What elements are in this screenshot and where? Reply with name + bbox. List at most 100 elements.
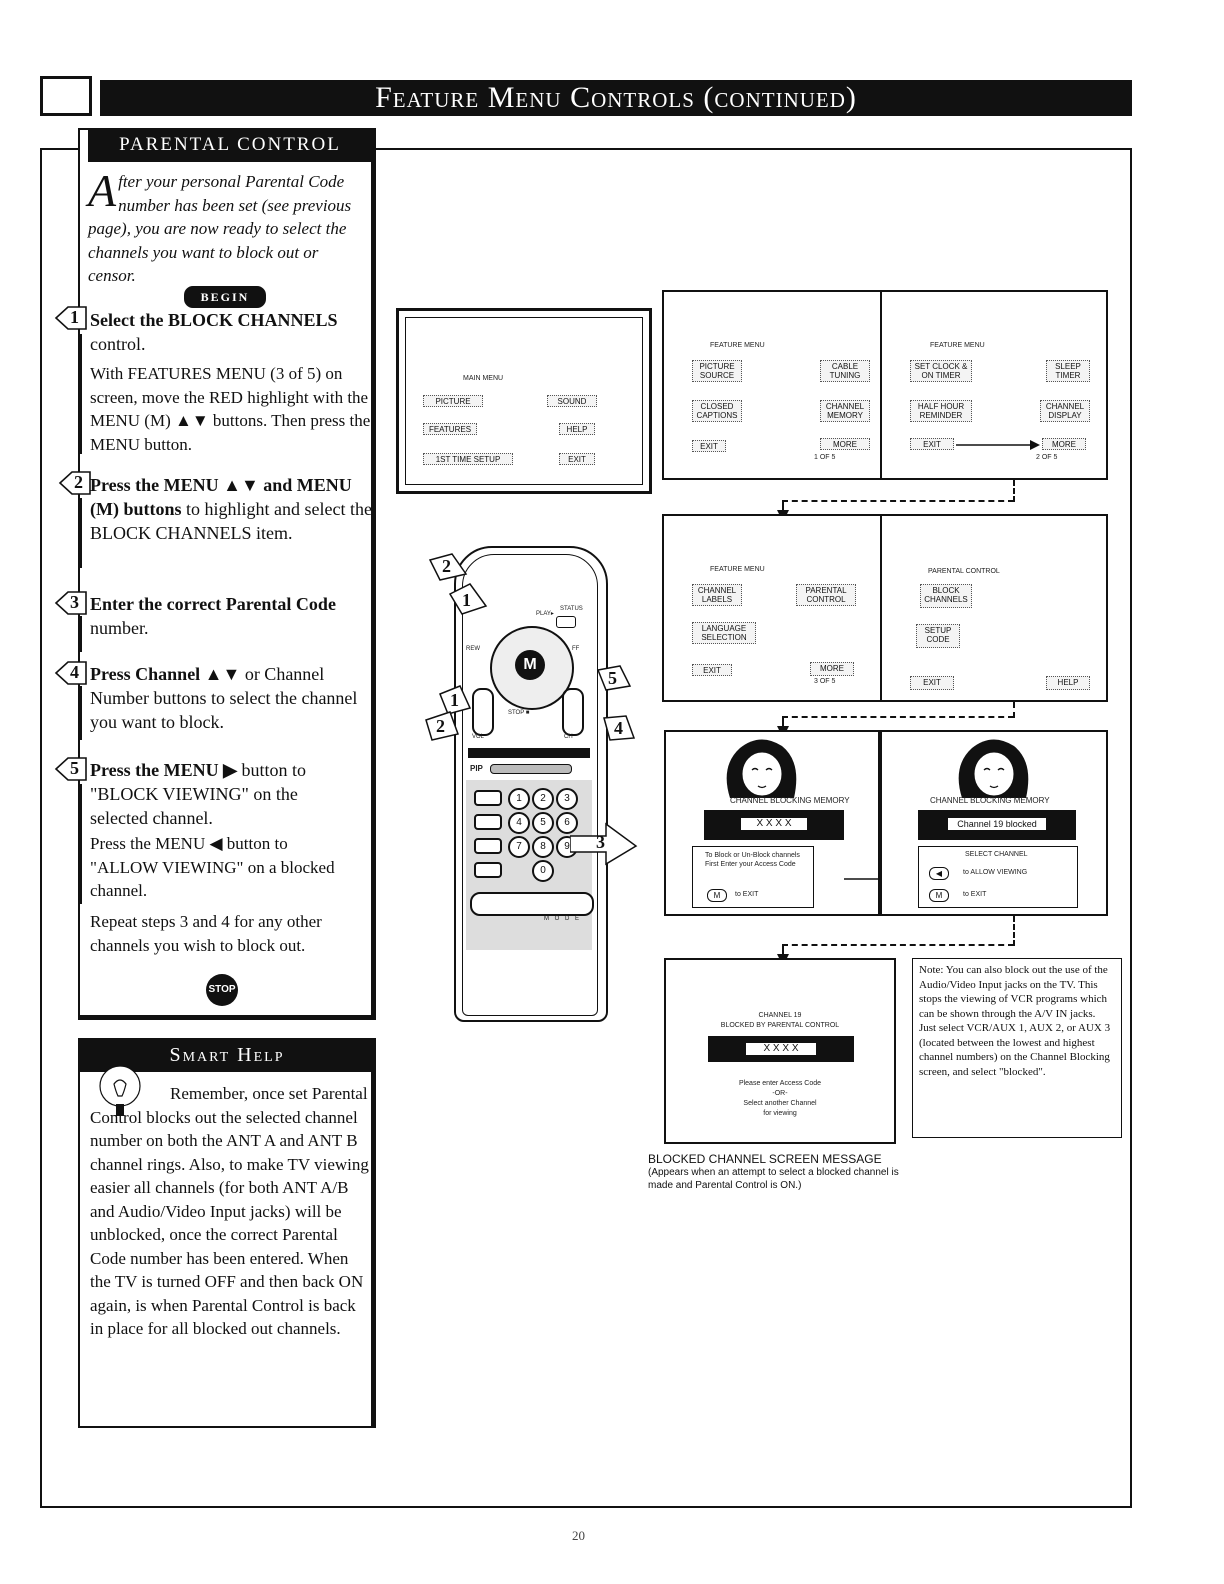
remote-digit-7: 7 — [508, 836, 530, 858]
blocked-channel-screen: CHANNEL 19 BLOCKED BY PARENTAL CONTROL X… — [664, 958, 896, 1144]
remote-digit-1: 1 — [508, 788, 530, 810]
parental-control-menu-screen: PARENTAL CONTROL BLOCK CHANNELS SETUP CO… — [880, 514, 1108, 702]
fm3-language-selection: LANGUAGE SELECTION — [692, 622, 756, 644]
smart-help-heading: Smart Help — [78, 1038, 376, 1072]
figure-caption: BLOCKED CHANNEL SCREEN MESSAGE (Appears … — [648, 1152, 918, 1192]
step-3-rule — [80, 616, 82, 652]
fm2-channel-display: CHANNEL DISPLAY — [1040, 400, 1090, 422]
begin-badge: BEGIN — [184, 286, 266, 308]
main-menu-title: MAIN MENU — [463, 375, 504, 382]
feature-menu-1-title: FEATURE MENU — [710, 342, 765, 349]
main-menu-screen-inner — [405, 317, 643, 485]
remote-status-label: STATUS — [560, 606, 583, 612]
step-4-number: 4 — [70, 662, 79, 682]
intro-text: fter your personal Parental Code number … — [88, 172, 352, 285]
remote-side-button — [474, 790, 502, 806]
step-1-heading: Select the BLOCK CHANNELS control. — [90, 310, 338, 354]
feature-menu-2-title: FEATURE MENU — [930, 342, 985, 349]
step-4-heading: Press Channel ▲▼ or Channel Number butto… — [90, 664, 358, 732]
menu-item-sound: SOUND — [547, 395, 597, 407]
remote-ch-rocker — [562, 688, 584, 736]
page-title: Feature Menu Controls (continued) — [100, 80, 1132, 116]
intro-dropcap: A — [88, 165, 117, 216]
callout-1b: 1 — [450, 690, 459, 710]
bs1-code: X X X X — [741, 818, 807, 830]
bs2-allow-label: to ALLOW VIEWING — [963, 869, 1028, 876]
callout-2: 2 — [442, 556, 451, 576]
step-5-arrow-icon — [54, 757, 87, 781]
flow-connector — [782, 500, 1014, 502]
remote-side-button — [474, 838, 502, 854]
remote-body-inner — [462, 554, 598, 1016]
menu-item-exit: EXIT — [559, 453, 595, 465]
remote-control-illustration: PLAY▸ STATUS M REW FF STOP ■ VOL CH PIP … — [420, 540, 660, 1030]
callout-4: 4 — [614, 718, 623, 738]
remote-pip-label: PIP — [470, 764, 483, 773]
pm-help: HELP — [1046, 676, 1090, 690]
woman-portrait-image — [726, 739, 797, 798]
feature-menu-2-screen: FEATURE MENU SET CLOCK & ON TIMER SLEEP … — [880, 290, 1108, 480]
fm2-half-hour-reminder: HALF HOUR REMINDER — [910, 400, 972, 422]
note-box: Note: You can also block out the use of … — [912, 958, 1122, 1138]
fm1-more: MORE — [820, 438, 870, 450]
channel-blocking-screen-2: CHANNEL BLOCKING MEMORY Channel 19 block… — [880, 730, 1108, 916]
remote-vol-rocker — [472, 688, 494, 736]
remote-digit-2: 2 — [532, 788, 554, 810]
feature-menu-3-screen: FEATURE MENU CHANNEL LABELS PARENTAL CON… — [662, 514, 882, 702]
fm3-page: 3 OF 5 — [814, 678, 836, 685]
fm3-exit: EXIT — [692, 664, 732, 676]
flow-connector — [782, 944, 1014, 946]
blocked-line-1: CHANNEL 19 — [758, 1012, 802, 1019]
channel-blocking-screen-1: CHANNEL BLOCKING MEMORY X X X X To Block… — [664, 730, 880, 916]
step-2-arrow-icon — [58, 471, 91, 495]
woman-portrait-image — [958, 739, 1029, 798]
menu-item-first-time-setup: 1ST TIME SETUP — [423, 453, 513, 465]
lightbulb-icon — [99, 1065, 141, 1116]
fm1-channel-memory: CHANNEL MEMORY — [820, 400, 870, 422]
step-4-rule — [80, 686, 82, 740]
remote-power-mode-row — [470, 892, 594, 916]
remote-digit-6: 6 — [556, 812, 578, 834]
step-5-rule — [80, 784, 82, 904]
step-5-number: 5 — [70, 758, 79, 778]
remote-digit-5: 5 — [532, 812, 554, 834]
remote-side-button — [474, 862, 502, 878]
bs1-menu-key-icon: M — [707, 889, 727, 902]
remote-play-label: PLAY▸ — [536, 611, 554, 617]
page-number: 20 — [572, 1528, 585, 1543]
step-5-body: Press the MENU ◀ button to "ALLOW VIEWIN… — [90, 834, 335, 900]
step-1-rule — [80, 334, 82, 454]
callout-arrow-3 — [570, 822, 638, 866]
blocked-l2: -OR- — [772, 1090, 788, 1097]
bs1-info-box: To Block or Un-Block channels First Ente… — [692, 846, 814, 908]
bs1-code-bar: X X X X — [704, 810, 844, 840]
blocked-code: X X X X — [746, 1043, 816, 1055]
blocked-code-bar: X X X X — [708, 1036, 854, 1062]
flow-connector — [782, 716, 1014, 718]
parental-control-heading: PARENTAL CONTROL — [88, 128, 372, 162]
bs2-menu-key-icon: M — [929, 889, 949, 902]
bs1-title: CHANNEL BLOCKING MEMORY — [730, 796, 850, 805]
content-frame — [40, 148, 1132, 1508]
fm2-page: 2 OF 5 — [1036, 454, 1058, 461]
blocked-l1: Please enter Access Code — [738, 1080, 822, 1087]
parental-control-panel — [78, 128, 376, 1020]
bs2-blocked-label: Channel 19 blocked — [948, 818, 1046, 830]
menu-item-picture: PICTURE — [423, 395, 483, 407]
pm-exit: EXIT — [910, 676, 954, 690]
feature-menu-1-screen: FEATURE MENU PICTURE SOURCE CABLE TUNING… — [662, 290, 882, 480]
step-2-number: 2 — [74, 472, 83, 492]
callout-arrows — [425, 553, 636, 741]
fm1-exit: EXIT — [692, 440, 726, 452]
remote-stop-label: STOP ■ — [508, 710, 530, 716]
fm2-exit: EXIT — [910, 438, 954, 450]
step-3-arrow-icon — [54, 591, 87, 615]
smart-help-text: Remember, once set Parental Control bloc… — [90, 1084, 369, 1338]
pm-setup-code: SETUP CODE — [916, 624, 960, 648]
step-5-heading: Press the MENU ▶ button to "BLOCK VIEWIN… — [90, 760, 307, 828]
header-square-icon — [40, 76, 92, 116]
fm3-more: MORE — [810, 662, 854, 676]
callout-5: 5 — [608, 668, 617, 688]
bs2-select-label: SELECT CHANNEL — [965, 851, 1028, 858]
